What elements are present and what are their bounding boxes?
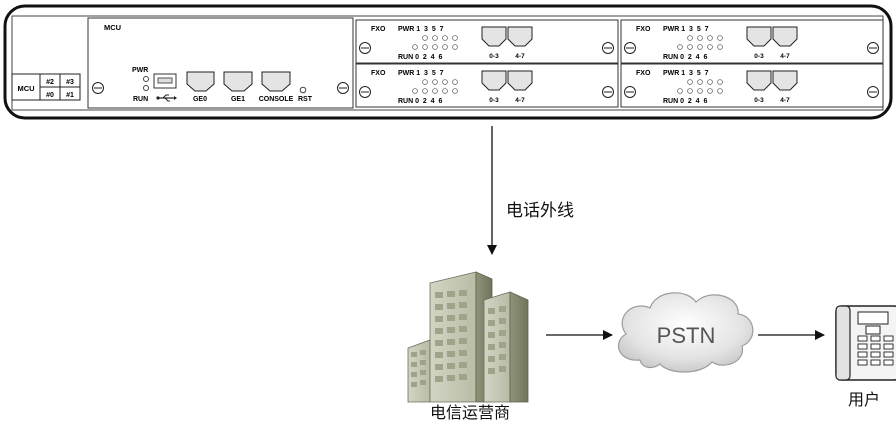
- chassis: MCU #2 #3 #0 #1 MCU PWR RUN: [3, 4, 893, 120]
- pwr-led-icon: [143, 76, 149, 82]
- slot-grid: MCU #2 #3 #0 #1: [11, 73, 81, 101]
- fxo-pwr-row: PWR 1 3 5 7: [398, 70, 444, 77]
- slot-cell: #1: [66, 92, 74, 99]
- fxo-card: FXO PWR 1 3 5 7 RUN 0 2 4 6 0-3 4-7: [620, 19, 884, 64]
- fxo-run-row: RUN 0 2 4 6: [398, 98, 442, 105]
- port-label: CONSOLE: [259, 96, 294, 103]
- rst-button[interactable]: [299, 86, 307, 94]
- carrier-label: 电信运营商: [430, 403, 511, 422]
- fxo-card: FXO PWR 1 3 5 7 RUN 0 2 4 6 0-3 4-7: [355, 19, 619, 64]
- screw-icon: [867, 42, 879, 54]
- fxo-title: FXO: [371, 70, 386, 77]
- port-label: GE0: [193, 96, 207, 103]
- fxo-run-row: RUN 0 2 4 6: [398, 54, 442, 61]
- cloud-label: PSTN: [657, 323, 716, 348]
- fxo-card: FXO PWR 1 3 5 7 RUN 0 2 4 6 0-3 4-7: [355, 63, 619, 108]
- slot-cell: #3: [66, 79, 74, 86]
- port-label: 0-3: [754, 97, 764, 104]
- mcu-screw-left-icon: [92, 82, 104, 94]
- rj-port-icon[interactable]: [772, 70, 798, 91]
- mcu-card: MCU PWR RUN GE0: [87, 17, 354, 109]
- fxo-run-row: RUN 0 2 4 6: [663, 98, 707, 105]
- screw-icon: [359, 42, 371, 54]
- rj-port-icon[interactable]: [772, 26, 798, 47]
- rj-port-icon[interactable]: [507, 26, 533, 47]
- fxo-pwr-row: PWR 1 3 5 7: [663, 26, 709, 33]
- mcu-screw-right-icon: [337, 82, 349, 94]
- rst-label: RST: [298, 96, 313, 103]
- screw-icon: [624, 86, 636, 98]
- fxo-pwr-row: PWR 1 3 5 7: [663, 70, 709, 77]
- port-label: 4-7: [515, 53, 525, 60]
- usb-symbol-icon: [156, 94, 177, 102]
- port-label: 0-3: [489, 97, 499, 104]
- screw-icon: [867, 86, 879, 98]
- screw-icon: [602, 42, 614, 54]
- mcu-run-label: RUN: [133, 96, 148, 103]
- rj-port-icon[interactable]: [746, 26, 772, 47]
- run-led-icon: [143, 85, 149, 91]
- line-label: 电话外线: [506, 201, 574, 221]
- led-row-icon: [677, 79, 723, 94]
- rj-port-icon[interactable]: [746, 70, 772, 91]
- slot-grid-title: MCU: [17, 84, 34, 93]
- fxo-title: FXO: [636, 26, 651, 33]
- fxo-title: FXO: [636, 70, 651, 77]
- fxo-run-row: RUN 0 2 4 6: [663, 54, 707, 61]
- ge1-port-icon[interactable]: [223, 71, 253, 92]
- led-row-icon: [677, 35, 723, 50]
- rj-port-icon[interactable]: [507, 70, 533, 91]
- pstn-cloud-icon: PSTN: [617, 292, 754, 373]
- screw-icon: [624, 42, 636, 54]
- fxo-pwr-row: PWR 1 3 5 7: [398, 26, 444, 33]
- fxo-card: FXO PWR 1 3 5 7 RUN 0 2 4 6 0-3 4-7: [620, 63, 884, 108]
- ge0-port-icon[interactable]: [186, 71, 215, 92]
- screw-icon: [359, 86, 371, 98]
- carrier-building-icon: [407, 271, 529, 403]
- led-row-icon: [412, 79, 458, 94]
- slot-cell: #0: [46, 92, 54, 99]
- mcu-pwr-label: PWR: [132, 67, 148, 74]
- port-label: 4-7: [780, 53, 790, 60]
- screw-icon: [602, 86, 614, 98]
- console-port-icon[interactable]: [261, 71, 291, 92]
- fxo-title: FXO: [371, 26, 386, 33]
- led-row-icon: [412, 35, 458, 50]
- port-label: GE1: [231, 96, 245, 103]
- mcu-title: MCU: [104, 23, 121, 32]
- port-label: 0-3: [489, 53, 499, 60]
- user-label: 用户: [848, 390, 881, 409]
- slot-cell: #2: [46, 79, 54, 86]
- usb-port-icon[interactable]: [153, 73, 177, 89]
- rj-port-icon[interactable]: [481, 70, 507, 91]
- rj-port-icon[interactable]: [481, 26, 507, 47]
- port-label: 4-7: [515, 97, 525, 104]
- desk-phone-icon: [835, 305, 896, 381]
- port-label: 4-7: [780, 97, 790, 104]
- port-label: 0-3: [754, 53, 764, 60]
